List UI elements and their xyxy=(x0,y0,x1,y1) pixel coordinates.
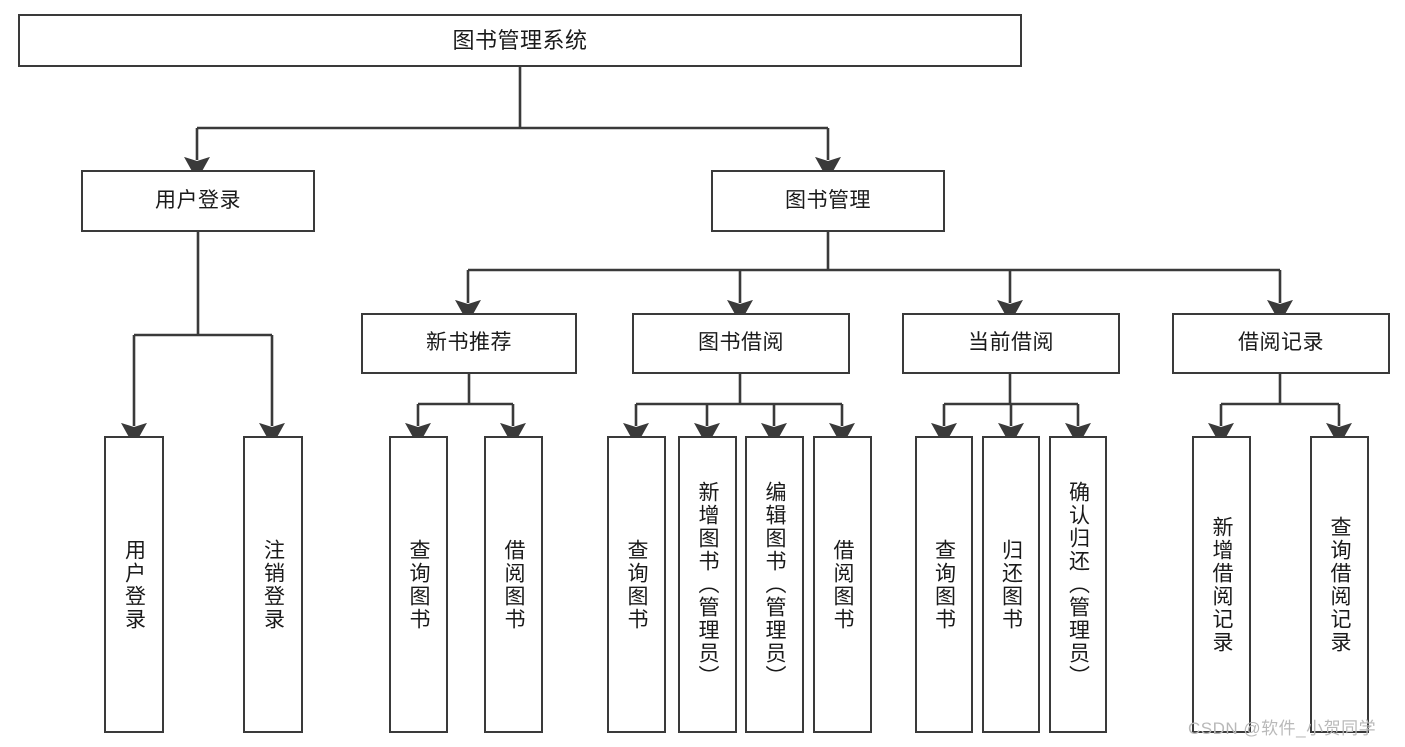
node-leaf-return-book[interactable]: 归还图书 xyxy=(982,436,1040,733)
node-leaf-user-login[interactable]: 用户登录 xyxy=(104,436,164,733)
node-leaf-query-record-label: 查询借阅记录 xyxy=(1328,515,1351,654)
node-new-book-recommend-label: 新书推荐 xyxy=(426,331,512,355)
node-leaf-user-login-label: 用户登录 xyxy=(122,538,146,631)
node-leaf-logout-login-label: 注销登录 xyxy=(261,538,285,631)
node-new-book-recommend[interactable]: 新书推荐 xyxy=(361,313,577,374)
node-leaf-confirm-return-label: 确认归还（管理员） xyxy=(1066,481,1090,688)
node-leaf-borrow-book-2[interactable]: 借阅图书 xyxy=(813,436,872,733)
node-root[interactable]: 图书管理系统 xyxy=(18,14,1022,67)
node-leaf-edit-book[interactable]: 编辑图书（管理员） xyxy=(745,436,804,733)
node-leaf-edit-book-label: 编辑图书（管理员） xyxy=(763,481,786,688)
watermark: CSDN @软件_小贺同学 xyxy=(1188,719,1377,738)
node-current-borrow-label: 当前借阅 xyxy=(968,331,1054,355)
node-leaf-query-book-1[interactable]: 查询图书 xyxy=(389,436,448,733)
node-user-login[interactable]: 用户登录 xyxy=(81,170,315,232)
node-leaf-confirm-return[interactable]: 确认归还（管理员） xyxy=(1049,436,1107,733)
node-root-label: 图书管理系统 xyxy=(452,27,588,53)
node-book-management[interactable]: 图书管理 xyxy=(711,170,945,232)
node-leaf-query-book-1-label: 查询图书 xyxy=(407,538,430,631)
node-borrow-record-label: 借阅记录 xyxy=(1238,331,1324,355)
node-leaf-add-book[interactable]: 新增图书（管理员） xyxy=(678,436,737,733)
node-leaf-borrow-book-1-label: 借阅图书 xyxy=(502,538,525,631)
node-book-borrow[interactable]: 图书借阅 xyxy=(632,313,850,374)
node-user-login-label: 用户登录 xyxy=(155,188,241,212)
node-book-management-label: 图书管理 xyxy=(785,188,871,212)
node-leaf-query-book-2[interactable]: 查询图书 xyxy=(607,436,666,733)
node-leaf-query-book-2-label: 查询图书 xyxy=(625,538,648,631)
node-leaf-return-book-label: 归还图书 xyxy=(999,538,1023,631)
node-leaf-borrow-book-1[interactable]: 借阅图书 xyxy=(484,436,543,733)
node-leaf-query-record[interactable]: 查询借阅记录 xyxy=(1310,436,1369,733)
node-leaf-borrow-book-2-label: 借阅图书 xyxy=(831,538,854,631)
node-borrow-record[interactable]: 借阅记录 xyxy=(1172,313,1390,374)
node-leaf-add-record[interactable]: 新增借阅记录 xyxy=(1192,436,1251,733)
node-leaf-add-book-label: 新增图书（管理员） xyxy=(696,481,719,688)
node-leaf-query-book-3[interactable]: 查询图书 xyxy=(915,436,973,733)
node-leaf-logout-login[interactable]: 注销登录 xyxy=(243,436,303,733)
node-leaf-query-book-3-label: 查询图书 xyxy=(932,538,956,631)
node-book-borrow-label: 图书借阅 xyxy=(698,331,784,355)
node-leaf-add-record-label: 新增借阅记录 xyxy=(1210,515,1233,654)
node-current-borrow[interactable]: 当前借阅 xyxy=(902,313,1120,374)
